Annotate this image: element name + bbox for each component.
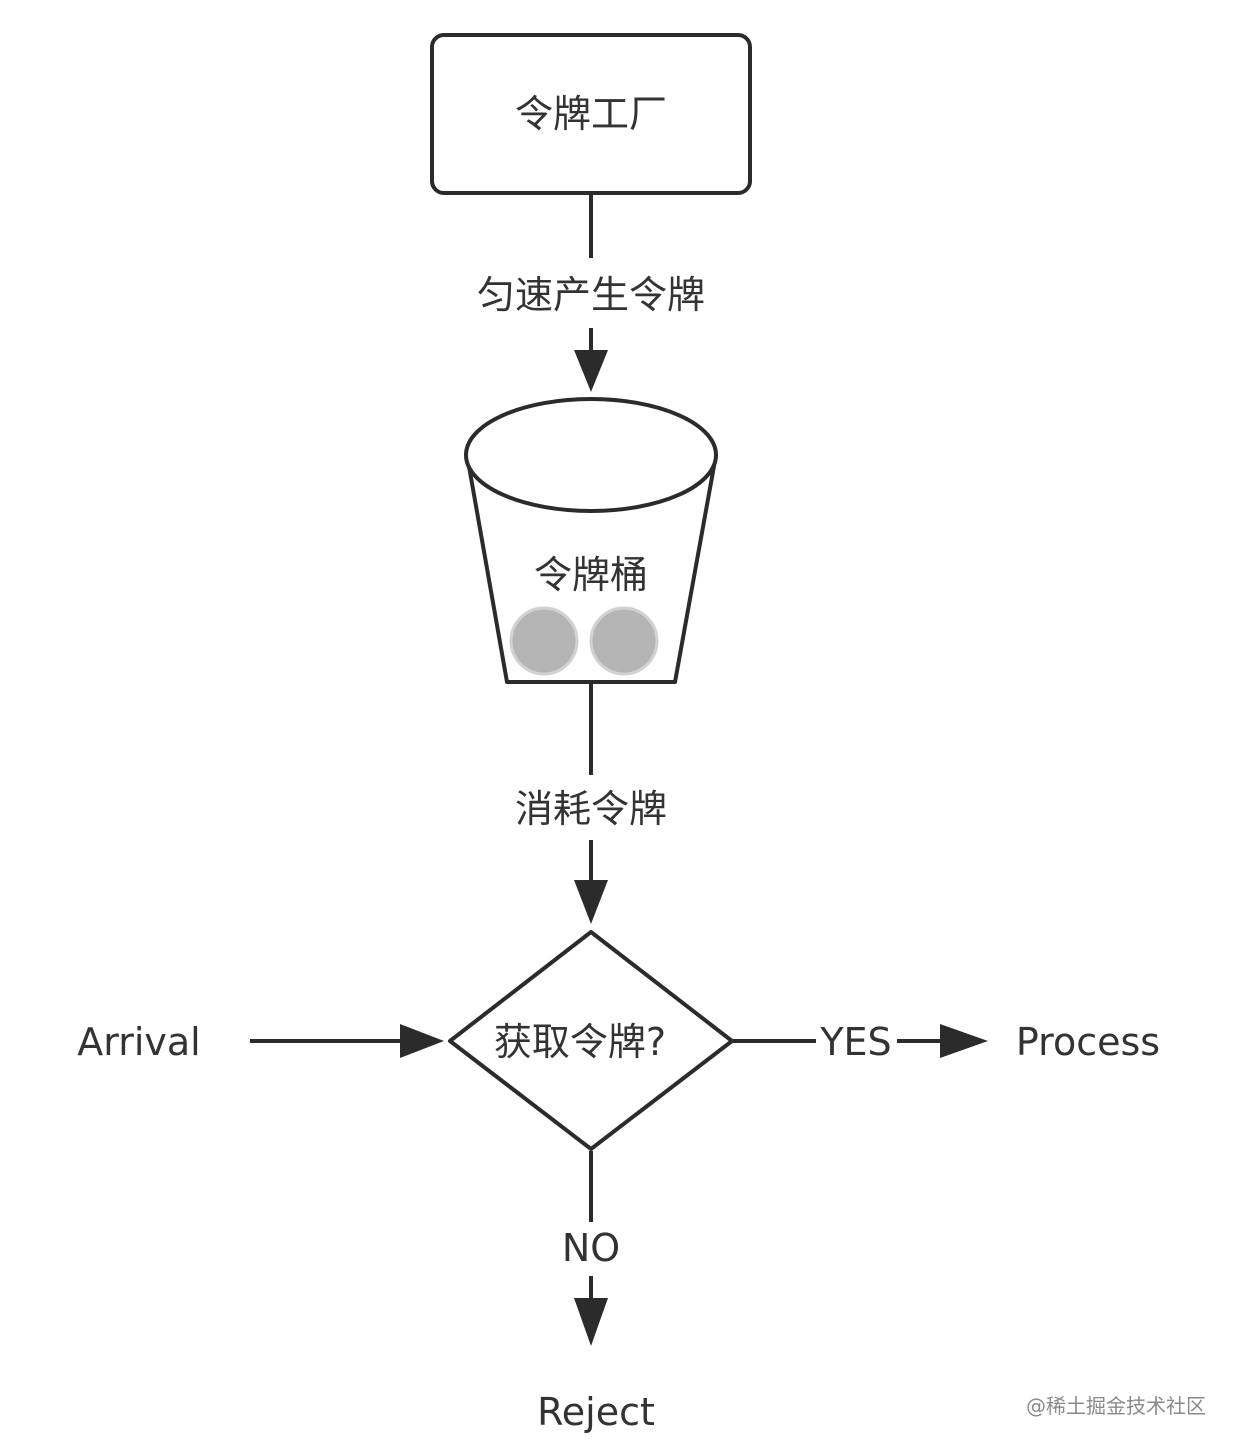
watermark-text: @稀土掘金技术社区 (1026, 1394, 1206, 1418)
yes-edge-arrowhead (940, 1024, 988, 1058)
consume-edge-arrowhead (574, 880, 608, 924)
token-bucket-rim (464, 397, 718, 513)
arrival-label: Arrival (77, 1020, 200, 1064)
reject-label: Reject (537, 1390, 655, 1434)
token-ball (589, 606, 659, 676)
no-edge-label: NO (562, 1226, 620, 1270)
token-factory-label: 令牌工厂 (515, 92, 667, 136)
arrival-edge-arrowhead (400, 1024, 444, 1058)
token-factory-box (430, 33, 752, 195)
decision-diamond (448, 930, 734, 1151)
decision-label: 获取令牌? (494, 1020, 666, 1064)
consume-edge-label: 消耗令牌 (515, 787, 667, 831)
process-label: Process (1016, 1020, 1160, 1064)
produce-edge-arrowhead (574, 350, 608, 392)
token-bucket-label: 令牌桶 (534, 553, 648, 597)
produce-edge-label: 匀速产生令牌 (477, 273, 705, 317)
token-ball (509, 606, 579, 676)
no-edge-arrowhead (574, 1298, 608, 1346)
yes-edge-label: YES (819, 1020, 891, 1064)
